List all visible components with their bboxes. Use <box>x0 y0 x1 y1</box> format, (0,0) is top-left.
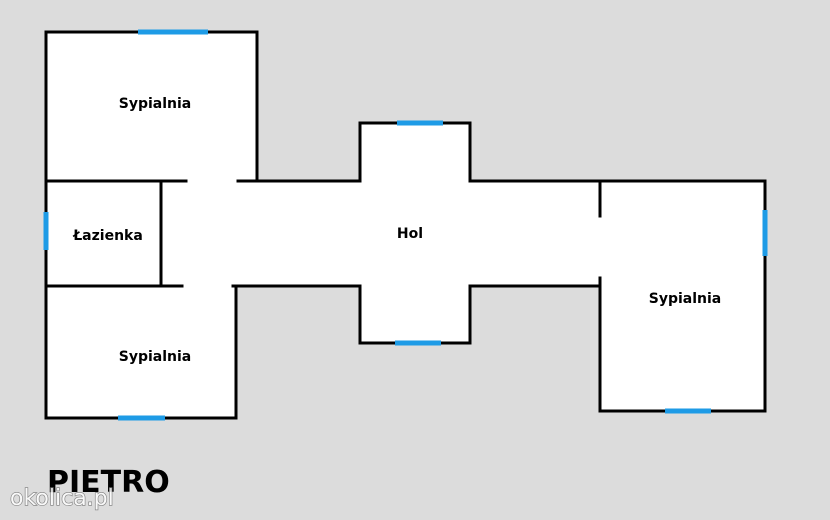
room-floor-lazienka <box>46 181 161 286</box>
room-floor-corridor <box>161 181 601 286</box>
room-label-lazienka: Łazienka <box>72 228 143 244</box>
room-label-hol: Hol <box>397 226 423 242</box>
room-label-sypialnia-right: Sypialnia <box>649 291 722 307</box>
room-floor-sypialnia-right <box>600 181 765 411</box>
room-label-sypialnia-bottom-left: Sypialnia <box>119 349 192 365</box>
room-floor-hol-bottom-bay <box>360 286 470 343</box>
room-floor-sypialnia-top-left <box>46 32 257 181</box>
room-floor-sypialnia-bottom-left <box>46 286 236 418</box>
windows <box>43 29 768 421</box>
room-label-sypialnia-top-left: Sypialnia <box>119 96 192 112</box>
watermark-logo: okolica.pl <box>10 486 114 511</box>
room-labels: Sypialnia Łazienka Sypialnia Hol Sypialn… <box>72 96 721 365</box>
room-floor-hol-top-bay <box>360 123 470 181</box>
floor-areas <box>46 32 765 418</box>
floor-title: PIETRO <box>47 465 170 500</box>
